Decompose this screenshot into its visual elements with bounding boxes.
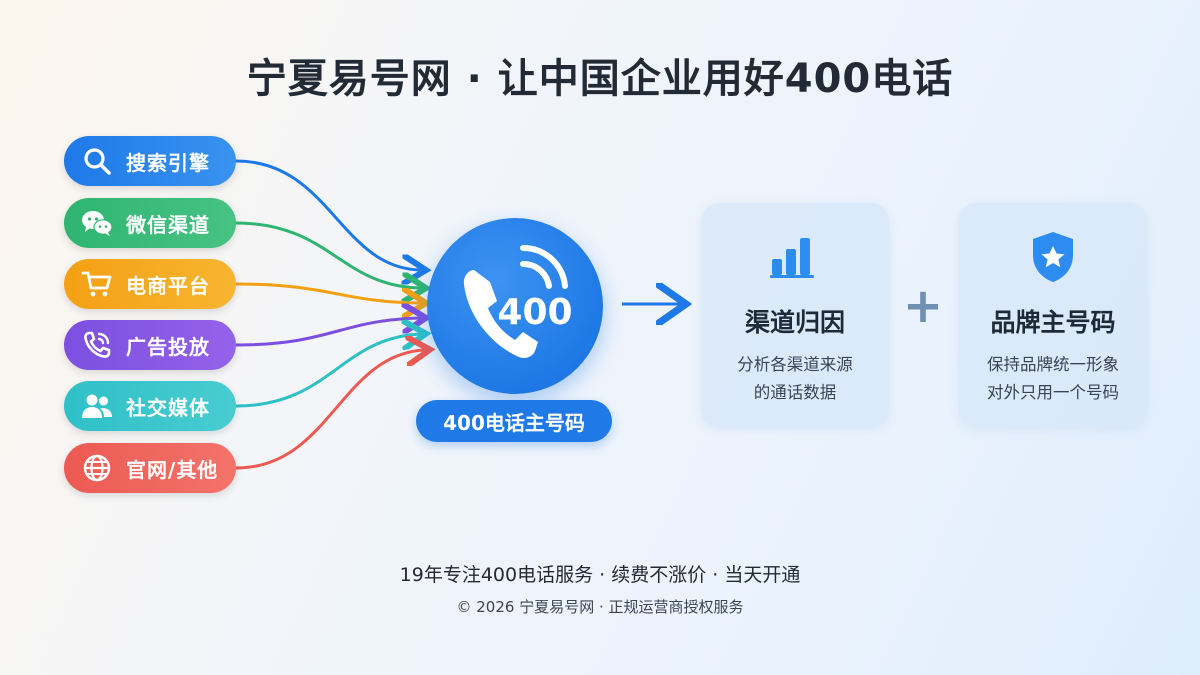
- flow-line-website: [235, 350, 424, 470]
- shield-star-icon: [1033, 232, 1073, 282]
- channel-wechat[interactable]: 微信渠道: [64, 198, 236, 248]
- card-description: 分析各渠道来源 的通话数据: [701, 351, 889, 407]
- page-title: 宁夏易号网 · 让中国企业用好400电话: [246, 56, 954, 102]
- footer-tagline: 19年专注400电话服务 · 续费不涨价 · 当天开通: [399, 564, 801, 586]
- hub-label-badge: 400电话主号码: [416, 400, 612, 442]
- card-description-line: 对外只用一个号码: [987, 383, 1119, 402]
- card-description-line: 的通话数据: [753, 383, 837, 402]
- channel-label: 搜索引擎: [126, 150, 210, 175]
- card-description-line: 分析各渠道来源: [737, 355, 853, 374]
- hub-number: 400: [497, 292, 573, 333]
- card-description: 保持品牌统一形象 对外只用一个号码: [959, 351, 1147, 407]
- flow-line-wechat: [235, 221, 420, 288]
- card-description-line: 保持品牌统一形象: [987, 355, 1119, 374]
- channel-label: 官网/其他: [126, 457, 219, 482]
- search-icon: [80, 144, 114, 178]
- channel-label: 电商平台: [126, 273, 210, 298]
- flow-line-ads: [235, 318, 420, 347]
- card-title: 品牌主号码: [990, 308, 1116, 337]
- flow-line-ecommerce: [235, 282, 420, 303]
- flow-line-social: [235, 334, 420, 408]
- bar-chart-icon: [770, 238, 814, 278]
- channel-search[interactable]: 搜索引擎: [64, 136, 236, 186]
- channel-ads[interactable]: 广告投放: [64, 320, 236, 370]
- channel-website[interactable]: 官网/其他: [64, 443, 236, 493]
- card-title: 渠道归因: [744, 308, 845, 337]
- phone-call-icon: [80, 328, 114, 362]
- footer-copyright: © 2026 宁夏易号网 · 正规运营商授权服务: [456, 598, 744, 616]
- flow-line-search: [235, 159, 420, 270]
- channel-label: 广告投放: [126, 334, 210, 359]
- globe-icon: [80, 451, 114, 485]
- card-channel-attribution: 渠道归因 分析各渠道来源 的通话数据: [701, 203, 889, 428]
- channel-social[interactable]: 社交媒体: [64, 381, 236, 431]
- wechat-icon: [80, 206, 114, 240]
- users-icon: [80, 389, 114, 423]
- cart-icon: [80, 267, 114, 301]
- channel-label: 社交媒体: [126, 395, 210, 420]
- channel-ecommerce[interactable]: 电商平台: [64, 259, 236, 309]
- hub-circle: [427, 218, 603, 394]
- card-brand-number: 品牌主号码 保持品牌统一形象 对外只用一个号码: [959, 203, 1147, 428]
- plus-connector: +: [902, 278, 944, 334]
- phone-icon: [463, 244, 568, 359]
- channel-label: 微信渠道: [126, 212, 210, 237]
